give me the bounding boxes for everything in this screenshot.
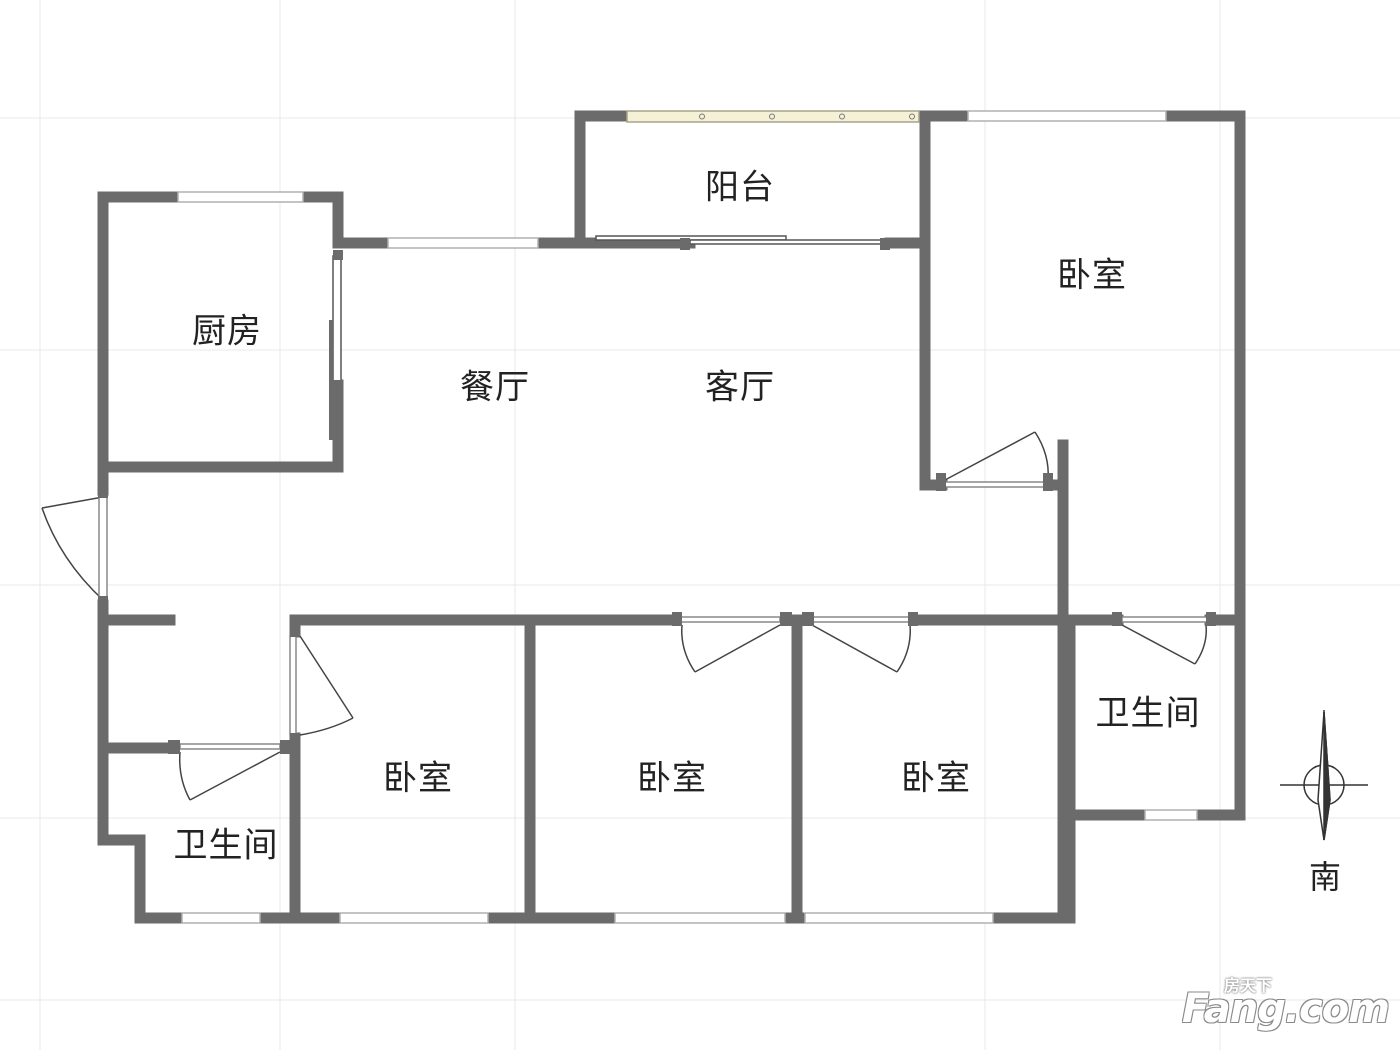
room-label-dining: 餐厅 [460,367,530,408]
room-label-bathroom-e: 卫生间 [1095,693,1201,734]
watermark-big-text: Fang.com [1182,986,1390,1032]
watermark-small-text: 房天下 [1224,976,1273,995]
balcony-railing [626,110,920,123]
room-label-bedroom-s3: 卧室 [901,758,971,799]
room-label-bedroom-ne: 卧室 [1057,255,1127,296]
room-label-kitchen: 厨房 [192,311,262,352]
compass-south-label: 南 [1308,858,1342,896]
windows [177,110,1198,924]
room-label-living: 客厅 [705,367,775,408]
sliding-doors [329,235,887,440]
room-label-bedroom-s2: 卧室 [637,758,707,799]
room-label-bedroom-s1: 卧室 [383,758,453,799]
room-label-balcony: 阳台 [705,167,775,208]
compass-icon [1280,710,1368,841]
fang-logo: 房天下 Fang.com [1182,972,1390,1032]
room-label-bathroom-w: 卫生间 [173,825,279,866]
door-jambs [98,238,1216,754]
